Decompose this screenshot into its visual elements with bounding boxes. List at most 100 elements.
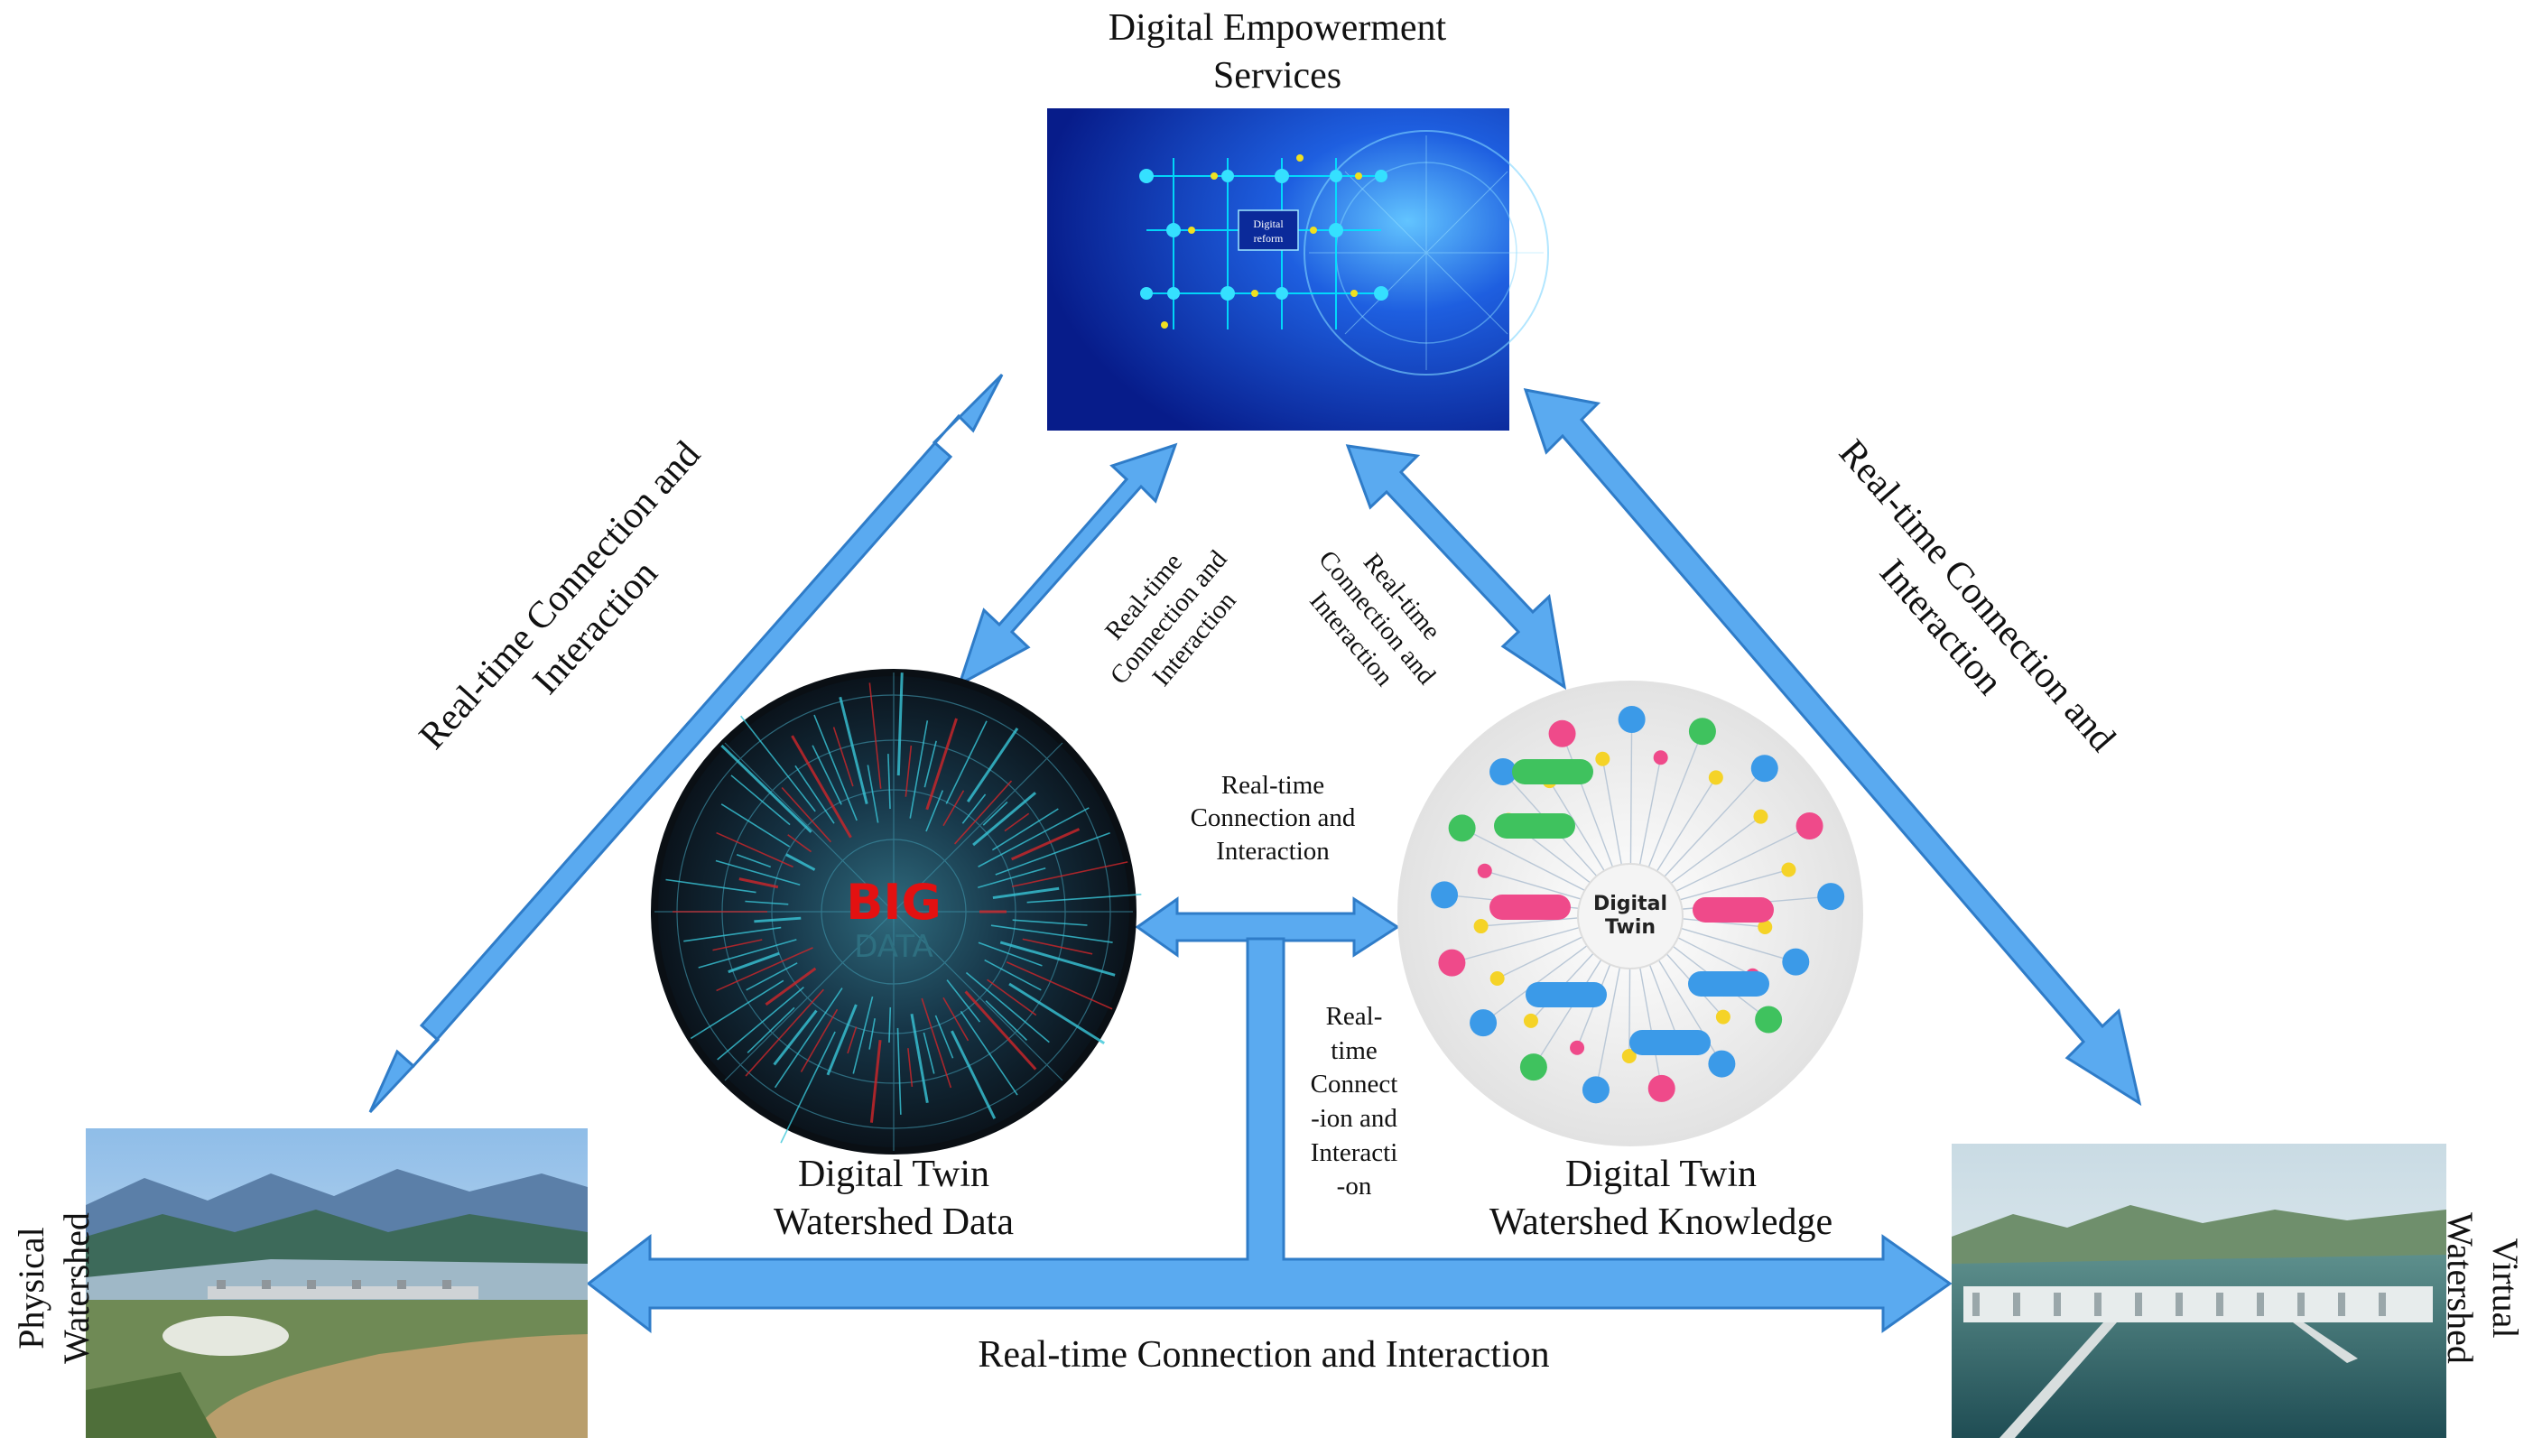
knowledge-node [1753, 809, 1768, 824]
arrow-outer-left [368, 373, 1004, 1114]
services-title: Digital Empowerment Services [1020, 5, 1535, 99]
knowledge-pill [1629, 1030, 1711, 1055]
big-data-spike [774, 988, 843, 1089]
big-data-spike [966, 728, 1019, 802]
middle-label-line2: Connection and [1190, 803, 1356, 833]
big-data-spike [951, 1030, 997, 1119]
services-image: Digital reform [1047, 108, 1549, 431]
arrow-bottom [586, 937, 1953, 1334]
knowledge-node [1548, 719, 1576, 747]
big-data-spike [745, 900, 789, 905]
big-data-spike [754, 916, 802, 923]
big-data-spike [730, 774, 791, 826]
big-data-spike [717, 986, 804, 1061]
services-inner-label-1: Digital [1253, 218, 1284, 230]
big-data-spike [715, 859, 801, 886]
big-data-spike [985, 1000, 1028, 1041]
knowledge-node [1758, 919, 1773, 934]
big-data-spike [1022, 938, 1093, 955]
physical-label-line2: Watershed [56, 1212, 97, 1364]
knowledge-pill [1688, 971, 1769, 997]
big-data-spike [923, 740, 937, 788]
vertical-label-line4: -ion and [1311, 1104, 1397, 1134]
knowledge-pill [1494, 813, 1575, 839]
knowledge-pill [1489, 895, 1571, 920]
big-data-spike [868, 682, 882, 789]
big-data-spike [800, 1008, 839, 1072]
big-data-spike [964, 990, 1037, 1071]
big-data-spike [905, 745, 913, 797]
data-title: Digital Twin Watershed Data [704, 1151, 1083, 1246]
big-data-spike [852, 996, 874, 1074]
knowledge-center-1: Digital [1593, 893, 1667, 915]
big-data-spike [765, 967, 817, 1006]
big-data-spike [960, 1010, 1018, 1096]
bottom-label: Real-time Connection and Interaction [978, 1334, 1550, 1376]
big-data-spike [978, 941, 1043, 967]
big-data-spike [946, 979, 981, 1023]
big-data-spike [812, 745, 842, 805]
middle-label-line3: Interaction [1216, 836, 1330, 866]
big-data-spike [683, 926, 782, 942]
big-data-spike [832, 727, 854, 787]
services-title-line2: Services [1212, 54, 1342, 97]
knowledge-node [1477, 863, 1492, 878]
big-data-spike [1026, 894, 1142, 904]
big-data-logo-1: BIG [846, 874, 942, 931]
big-data-logo-2: DATA [854, 929, 933, 965]
knowledge-node [1448, 814, 1476, 842]
big-data-spike [982, 801, 1008, 826]
middle-label: Real-time Connection and Interaction [1160, 769, 1386, 867]
knowledge-pill [1693, 897, 1774, 923]
big-data-spike [867, 765, 879, 823]
big-data-spike [1006, 960, 1113, 1010]
knowledge-node [1795, 811, 1823, 839]
big-data-spike [925, 718, 958, 811]
big-data-spike [1008, 982, 1106, 1044]
big-data-spike [690, 979, 784, 1040]
knowledge-node [1688, 718, 1716, 746]
big-data-spike [712, 939, 763, 951]
big-data-spike [787, 834, 812, 853]
big-data-spike [953, 780, 1013, 845]
knowledge-node [1653, 750, 1668, 765]
big-data-spike [738, 877, 779, 889]
knowledge-pill [1512, 759, 1593, 784]
middle-label-line1: Real-time [1220, 771, 1325, 800]
services-inner-label-2: reform [1254, 232, 1284, 245]
vertical-label-line6: -on [1336, 1172, 1372, 1201]
big-data-spike [961, 793, 987, 824]
knowledge-node [1750, 755, 1778, 783]
big-data-spike [773, 1009, 818, 1066]
big-data-spike [896, 1027, 902, 1115]
big-data-spike [747, 1006, 795, 1053]
knowledge-node [1431, 881, 1459, 909]
knowledge-node [1715, 1009, 1730, 1025]
knowledge-pill [1526, 982, 1607, 1007]
virtual-label-line1: Virtual [2485, 1238, 2526, 1339]
big-data-spike [746, 962, 798, 991]
knowledge-node [1489, 970, 1505, 986]
knowledge-node [1781, 862, 1796, 877]
vertical-label: Real- time Connect -ion and Interacti -o… [1291, 1000, 1417, 1204]
big-data-spike [781, 786, 832, 843]
knowledge-node [1618, 706, 1646, 734]
big-data-spike [720, 803, 791, 848]
big-data-spike [991, 808, 1059, 851]
knowledge-node [1621, 1048, 1637, 1063]
knowledge-node [1489, 757, 1517, 785]
data-title-line1: Digital Twin [797, 1154, 990, 1195]
big-data-spike [839, 696, 868, 805]
big-data-spike [910, 1013, 929, 1103]
knowledge-image: Digital Twin [1397, 681, 1863, 1146]
big-data-spike [698, 939, 797, 969]
knowledge-node [1519, 1053, 1547, 1081]
virtual-watershed-image [1952, 1144, 2446, 1438]
vertical-label-line3: Connect [1310, 1070, 1398, 1099]
big-data-spike [826, 1004, 858, 1076]
big-data-spike [868, 1018, 876, 1050]
big-data-spike [1012, 919, 1088, 926]
vertical-label-line2: time [1331, 1035, 1378, 1065]
